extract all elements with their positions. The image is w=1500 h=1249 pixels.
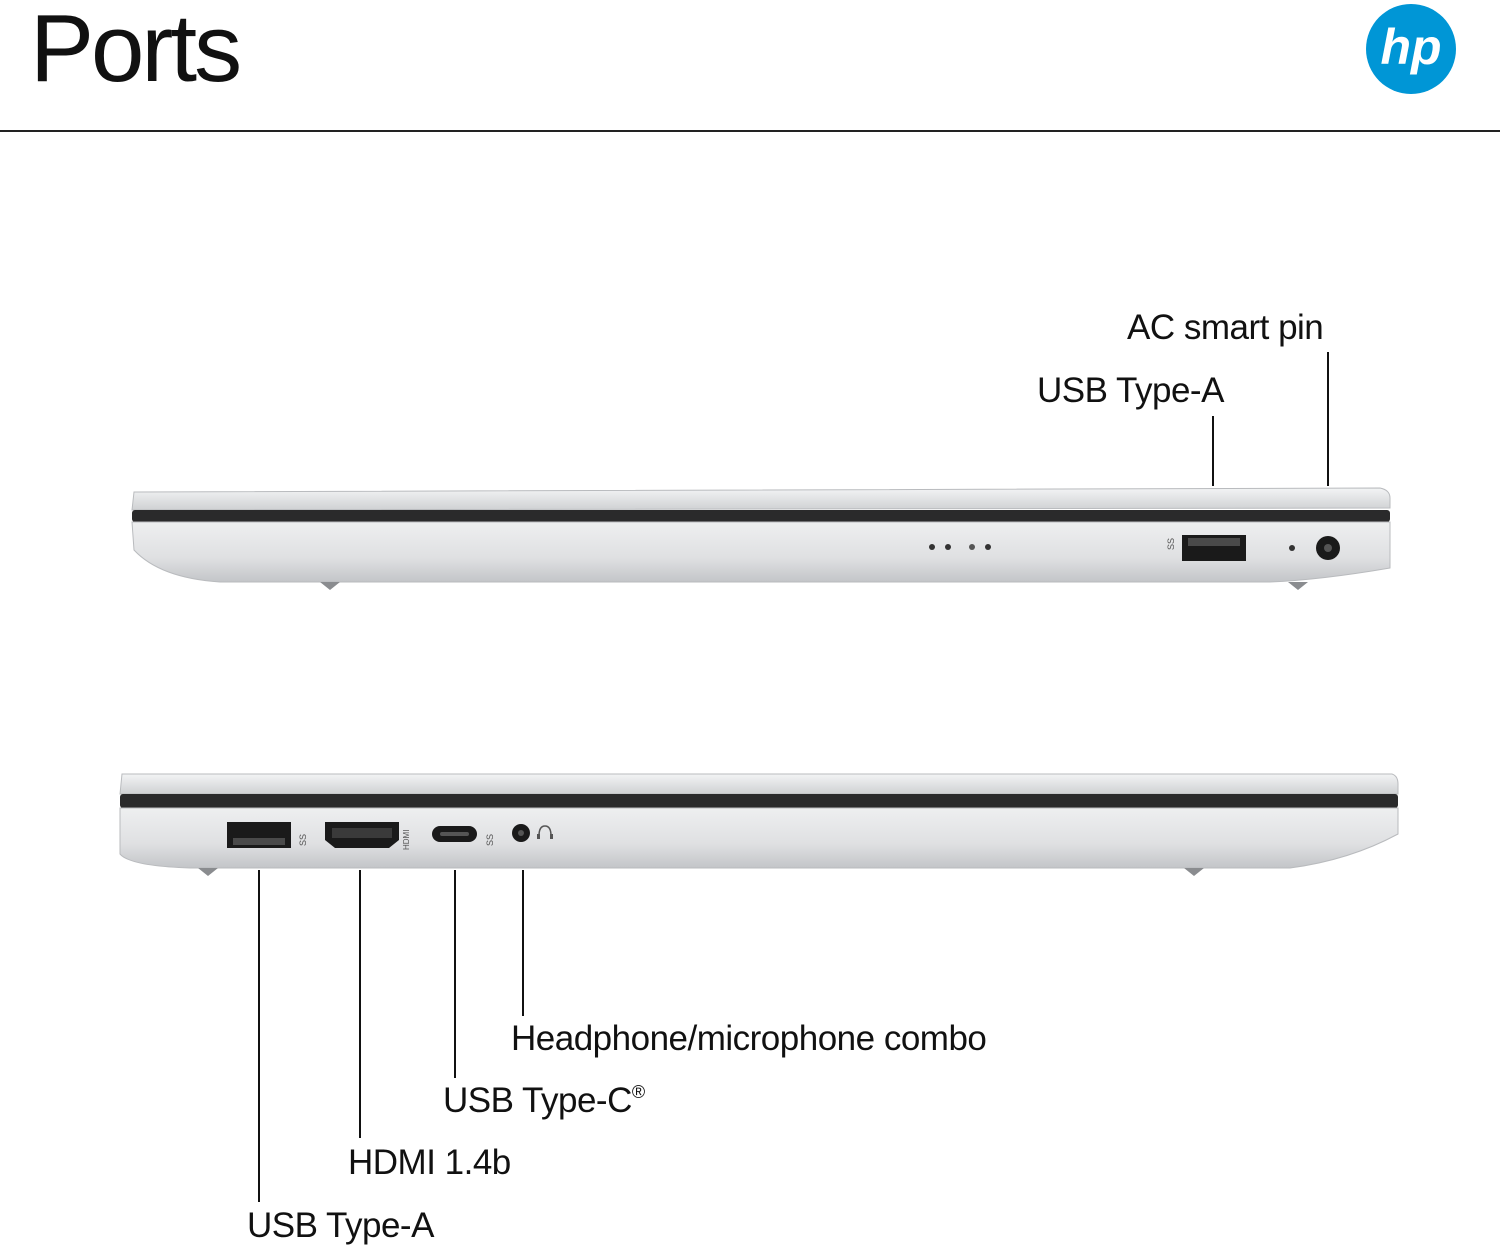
leader-ac-smart-pin: [1327, 352, 1329, 486]
label-usb-type-c: USB Type-C®: [443, 1081, 645, 1120]
registered-mark: ®: [631, 1082, 645, 1102]
label-usb-type-a-left: USB Type-A: [247, 1206, 434, 1245]
svg-text:SS: SS: [1166, 538, 1176, 550]
leader-headphone-combo: [522, 870, 524, 1016]
leader-usb-type-a-left: [258, 870, 260, 1202]
hp-logo: hp: [1366, 4, 1456, 94]
laptop-right-side-view: SS: [131, 487, 1391, 590]
label-usb-type-a-right: USB Type-A: [1037, 371, 1224, 410]
leader-usb-type-a-right: [1212, 416, 1214, 486]
svg-text:SS: SS: [485, 834, 495, 846]
label-headphone-combo: Headphone/microphone combo: [511, 1019, 987, 1058]
label-hdmi: HDMI 1.4b: [348, 1143, 511, 1182]
leader-hdmi: [359, 870, 361, 1138]
laptop-left-side-view: SS HDMI SS: [119, 773, 1399, 876]
leader-usb-type-c: [454, 870, 456, 1078]
svg-text:hp: hp: [1380, 19, 1441, 75]
page-title: Ports: [30, 0, 242, 102]
label-ac-smart-pin: AC smart pin: [1127, 308, 1324, 347]
svg-text:SS: SS: [298, 834, 308, 846]
header-divider: [0, 130, 1500, 132]
svg-text:HDMI: HDMI: [402, 830, 411, 850]
